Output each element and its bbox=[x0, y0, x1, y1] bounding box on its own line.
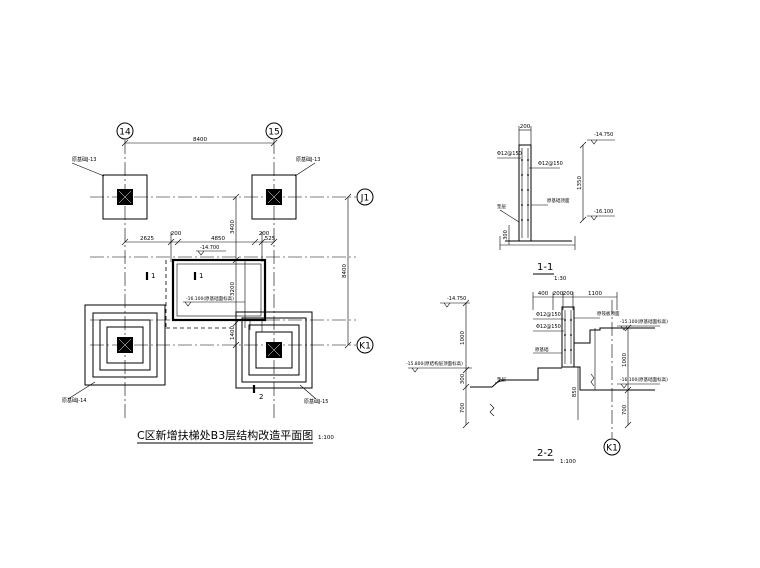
dim-8400-top: 8400 bbox=[121, 137, 278, 147]
s2-scale: 1:100 bbox=[560, 459, 576, 465]
s2-dim-850: 850 bbox=[572, 386, 578, 397]
dim-2625: 2625 bbox=[140, 236, 154, 242]
grid-bubble-14: 14 bbox=[116, 122, 134, 140]
section-1-1: 200 1350 300 -14.750 -16.100 Φ12@150 Φ12… bbox=[497, 124, 615, 282]
label-fdn-br: 原基础J-15 bbox=[304, 398, 328, 405]
s1-note-right: 原基础顶面 bbox=[547, 197, 570, 204]
s1-elev-bot: -16.100 bbox=[594, 209, 613, 215]
grid-bubble-J1: J1 bbox=[356, 188, 374, 206]
label-fdn-tr: 原基础J-13 bbox=[296, 156, 320, 163]
s1-dim-300: 300 bbox=[503, 230, 509, 240]
foundation-j13-right: 原基础J-13 bbox=[251, 156, 320, 220]
dim-3200: 3200 bbox=[230, 282, 236, 296]
elev-plan-pit: -16.100(原基础面标高) bbox=[186, 295, 234, 302]
wall-rebar-dots-1 bbox=[521, 159, 529, 221]
s2-dim-1100: 1100 bbox=[588, 291, 602, 297]
dim-525: 525 bbox=[265, 236, 276, 242]
grid-bubble-15: 15 bbox=[265, 122, 283, 140]
section-mark-2: 2 bbox=[259, 393, 263, 401]
dim-3400: 3400 bbox=[230, 220, 236, 234]
s2-note-c: 原基础 bbox=[535, 346, 549, 353]
s1-rebar-a: Φ12@150 bbox=[497, 151, 522, 157]
s1-rebar-b: Φ12@150 bbox=[538, 161, 563, 167]
s2-title: 2-2 bbox=[537, 448, 553, 459]
dim-1400: 1400 bbox=[230, 326, 236, 340]
s2-elev-14750: -14.750 bbox=[447, 296, 466, 302]
grid-label-J1: J1 bbox=[360, 194, 369, 204]
s2-note-a: 原筏板顶面 bbox=[597, 310, 620, 317]
s2-note-b: 垫层 bbox=[497, 376, 506, 383]
grid-label-14: 14 bbox=[119, 128, 131, 138]
dim-200a: 200 bbox=[171, 231, 182, 237]
escalator-pit bbox=[165, 258, 267, 332]
dim-8400-side: 8400 bbox=[342, 264, 348, 278]
s2-dim-1000r: 1000 bbox=[622, 353, 628, 367]
plan-scale: 1:100 bbox=[318, 435, 334, 441]
s2-profile bbox=[470, 367, 562, 388]
grid-bubble-K1: K1 bbox=[356, 336, 374, 354]
label-fdn-bl: 原基础J-14 bbox=[62, 397, 86, 404]
grid-label-K1: K1 bbox=[359, 342, 371, 352]
s2-rebar-b: Φ12@150 bbox=[536, 324, 561, 330]
s2-dim-700r: 700 bbox=[622, 404, 628, 415]
s2-dim-700l: 700 bbox=[460, 402, 466, 413]
s2-grid-k1: K1 bbox=[606, 444, 618, 454]
s2-rebar-a: Φ12@150 bbox=[536, 312, 561, 318]
s2-elev-16100: -16.100(原基础面标高) bbox=[620, 376, 668, 383]
plan-annotations: -14.700 -16.100(原基础面标高) 1 1 2 bbox=[145, 245, 263, 401]
s1-elev-top: -14.750 bbox=[594, 132, 613, 138]
s2-dim-200b: 200 bbox=[563, 291, 574, 297]
plan-view: 14 15 J1 K1 8400 原基础J-13 bbox=[62, 122, 374, 444]
foundation-j13-left: 原基础J-13 bbox=[71, 156, 148, 220]
s2-dim-200a: 200 bbox=[553, 291, 564, 297]
s2-elev-15100: -15.100(原基础面标高) bbox=[620, 318, 668, 325]
foundation-j15: 原基础J-15 bbox=[235, 311, 328, 405]
section-mark-1-left: 1 bbox=[151, 272, 155, 280]
s2-dim-400: 400 bbox=[538, 291, 549, 297]
dim-200b: 200 bbox=[259, 231, 270, 237]
label-fdn-tl: 原基础J-13 bbox=[72, 156, 96, 163]
elev-plan-top: -14.700 bbox=[200, 245, 219, 251]
foundation-j14: 原基础J-14 bbox=[62, 304, 166, 404]
s2-elev-15800: -15.800(原结构层顶面标高) bbox=[406, 360, 463, 367]
dim-span-14-15: 8400 bbox=[193, 137, 207, 143]
s1-scale: 1:30 bbox=[554, 276, 567, 282]
s1-note-left: 垫层 bbox=[497, 203, 506, 210]
s1-dim-200: 200 bbox=[520, 124, 531, 130]
s1-title: 1-1 bbox=[537, 262, 553, 273]
grid-label-15: 15 bbox=[268, 128, 279, 138]
plan-title-block: C区新增扶梯处B3层结构改造平面图 1:100 bbox=[137, 428, 334, 444]
s2-dim-300: 300 bbox=[460, 373, 466, 384]
s2-dim-1000l: 1000 bbox=[460, 331, 466, 345]
section-2-2: 400 200 200 1100 K1 1000 300 700 850 bbox=[406, 291, 668, 465]
s1-dim-1350: 1350 bbox=[577, 176, 583, 190]
dim-chain-vertical: 3400 3200 1400 8400 bbox=[230, 193, 352, 349]
plan-title: C区新增扶梯处B3层结构改造平面图 bbox=[137, 428, 313, 442]
dim-4850: 4850 bbox=[211, 236, 225, 242]
dim-chain-horizontal: 2625 200 4850 200 525 bbox=[121, 231, 278, 262]
section-mark-1-right: 1 bbox=[199, 272, 203, 280]
